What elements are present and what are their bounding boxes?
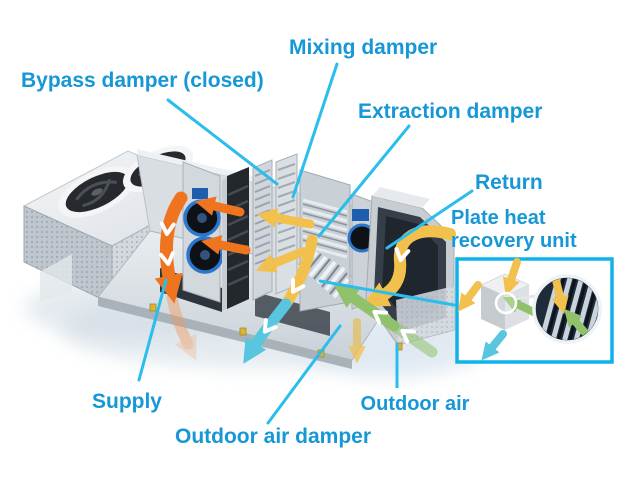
supply-fan-section — [182, 161, 224, 303]
leader-plate-heat — [318, 279, 456, 307]
plate-heat-recovery-inset — [455, 257, 614, 364]
extract-fan-section — [347, 193, 377, 310]
supply-air-arrow — [154, 191, 251, 304]
condenser-fan-icon — [58, 166, 136, 218]
heat-recovery-section — [299, 169, 351, 312]
bypass-damper-panel — [252, 159, 273, 301]
return-air-arrow — [255, 208, 456, 310]
exhaust-air-arrow — [243, 278, 306, 364]
leader-bypass-damper — [166, 98, 279, 186]
leader-return — [385, 189, 474, 250]
filter-bank — [222, 167, 249, 311]
airflow-arrows — [154, 191, 456, 364]
outdoor-air-arrow — [333, 284, 438, 358]
magnifier-icon — [494, 291, 537, 315]
leader-outdoor-air-damper — [266, 324, 342, 425]
leader-lines — [137, 62, 474, 425]
leader-supply — [137, 278, 168, 382]
plates-detail-lens — [532, 274, 602, 344]
leader-mixing-damper — [291, 62, 339, 199]
leader-extraction-damper — [317, 124, 411, 238]
